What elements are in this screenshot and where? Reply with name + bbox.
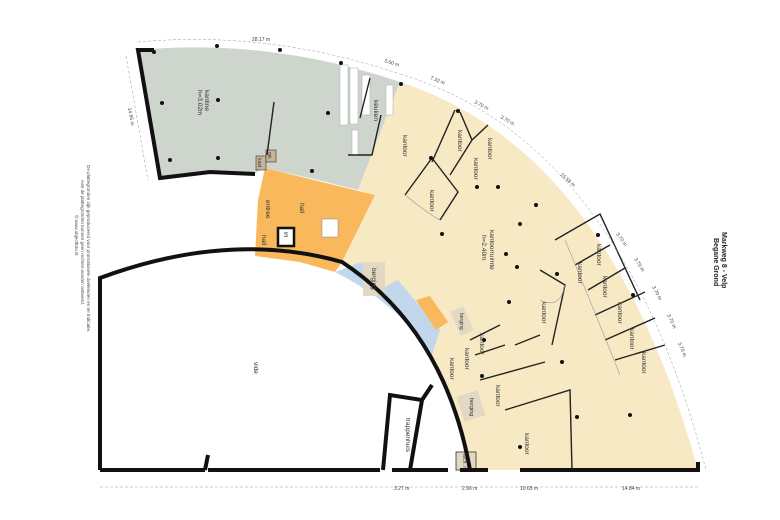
berging-block [363, 262, 385, 296]
office-partitions [404, 109, 666, 471]
dim-bottom1: 3.27 m [394, 486, 409, 492]
kantine-wall [266, 101, 275, 156]
kantine-area [138, 47, 400, 190]
berging-block [450, 306, 474, 336]
dim-arc8: 3.70 m [650, 285, 662, 301]
label-kantoor: kantoor [494, 385, 501, 408]
dim-bottom2: 2.96 m [462, 486, 477, 492]
mk-box [265, 149, 277, 163]
label-lift: lift [282, 232, 288, 238]
dim-arc6: 3.70 m [614, 232, 628, 248]
label-kantoor: kantoor [628, 328, 635, 351]
dim-arc3: 3.70 m [473, 99, 489, 111]
label-berging: berging [458, 313, 464, 330]
label-kantoor: kantoor [640, 352, 647, 375]
label-kantoor: kantoor [523, 433, 530, 456]
label-hall-2: hall [260, 235, 267, 246]
label-keuken: keuken [372, 100, 379, 121]
label-vide: vide [252, 362, 259, 374]
dim-arc7: 3.70 m [632, 257, 645, 273]
dim-bottom3: 10.65 m [520, 486, 538, 492]
title-address: Markweg 8 - Velp [720, 232, 727, 288]
bottom-wall [520, 462, 700, 472]
label-kantoorruimte-height: h=2.40m [480, 235, 487, 260]
berging-block [456, 390, 486, 422]
label-berging: berging [468, 398, 474, 416]
label-mk: mk [266, 152, 272, 159]
corridor-orange [416, 296, 448, 330]
label-kantoor: kantoor [486, 138, 493, 161]
label-kantine: kantine [203, 90, 210, 111]
label-hall: hall [298, 203, 305, 214]
dim-arc10: 3.70 m [676, 342, 687, 358]
disclaimer-line2: Aan de plattegronden kunnen geen rechten… [80, 180, 85, 305]
label-kantoor: kantoor [478, 333, 485, 356]
lift-box [276, 226, 296, 248]
dimension-lines [100, 39, 707, 488]
label-kantoor: kantoor [448, 358, 455, 381]
kast-box [255, 155, 267, 171]
title-floor: Begane Grond [712, 238, 719, 286]
trappenhuis-wall [381, 383, 434, 471]
label-kantoor: kantoor [616, 302, 623, 325]
disclaimer-line3: © www.objectfoto.nl [74, 215, 80, 255]
dim-arc4: 3.70 m [499, 115, 515, 128]
label-kantine-height: h=3.02m [196, 90, 203, 115]
office-area [342, 82, 698, 470]
dim-top: 28.17 m [252, 37, 270, 43]
sanitary-area [335, 262, 440, 355]
structural-columns [152, 44, 635, 449]
dim-arc5: 15.58 m [559, 172, 576, 189]
label-trappenhuis: trappenhuis [404, 418, 411, 453]
office-doors [404, 194, 621, 376]
label-entree: entree [264, 200, 271, 219]
dim-arc2: 7.32 m [429, 75, 445, 86]
dim-arc1: 3.60 m [383, 58, 399, 68]
dim-left: 14.65 m [126, 107, 135, 126]
label-berging: berging [370, 268, 377, 290]
label-kast: kast [256, 158, 262, 168]
label-kantoor: kantoor [428, 190, 435, 213]
dim-arc9: 3.70 m [665, 313, 677, 329]
label-kantoor: kantoor [601, 276, 608, 299]
disclaimer-line1: De plattegronden zijn geproduceerd voor … [86, 165, 91, 332]
label-kantoor: kantoor [472, 158, 479, 181]
label-tech: tech. r. [461, 454, 467, 469]
vide-wall [98, 247, 488, 472]
label-kantoorruimte: kantoorruimte [488, 230, 495, 270]
label-kantoor: kantoor [456, 130, 463, 153]
outer-wall-kantine [135, 48, 256, 181]
label-kantoor: kantoor [463, 348, 470, 371]
label-kantoor: kantoor [540, 302, 547, 325]
label-kantoor: kantoor [576, 262, 583, 285]
label-kantoor: kantoor [595, 244, 602, 267]
keuken-wall [348, 77, 382, 156]
label-kantoor: kantoor [401, 135, 408, 158]
stair-hall [321, 218, 339, 238]
dim-bottom4: 14.84 m [622, 486, 640, 492]
